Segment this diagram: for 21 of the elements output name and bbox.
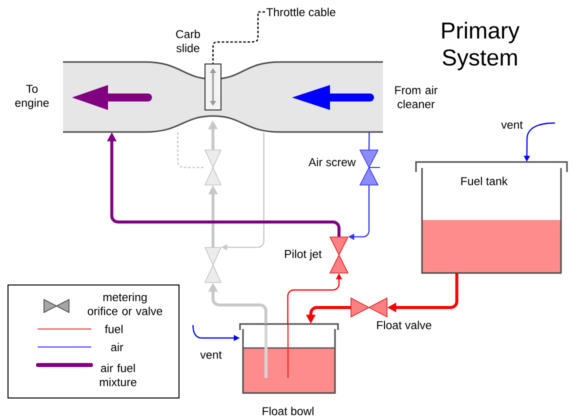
line: [368, 132, 370, 150]
edge-label: vent: [199, 350, 223, 360]
valve-symbol: [204, 247, 222, 283]
legend-text: air: [111, 342, 124, 352]
node-label: Fuel tank: [461, 176, 508, 186]
legend-text: air fuel mixture: [100, 364, 136, 386]
component-label: Air screw: [308, 158, 356, 166]
diagram-title: Primary System: [442, 22, 520, 70]
component-label: Float valve: [377, 320, 432, 330]
component-label: Carb slide: [176, 30, 200, 52]
legend-text: metering orifice or valve: [88, 292, 162, 316]
valve-symbol: [204, 150, 222, 186]
port-label: From air cleaner: [395, 86, 438, 108]
edge-label: vent: [500, 120, 524, 130]
port-label: To engine: [15, 84, 49, 110]
legend-text: fuel: [104, 324, 122, 334]
component-label: Throttle cable: [266, 8, 336, 16]
tank: Fuel tank: [415, 161, 568, 274]
line: [177, 132, 205, 168]
component-label: Pilot jet: [285, 250, 322, 260]
component-label: Float bowl: [262, 406, 314, 416]
